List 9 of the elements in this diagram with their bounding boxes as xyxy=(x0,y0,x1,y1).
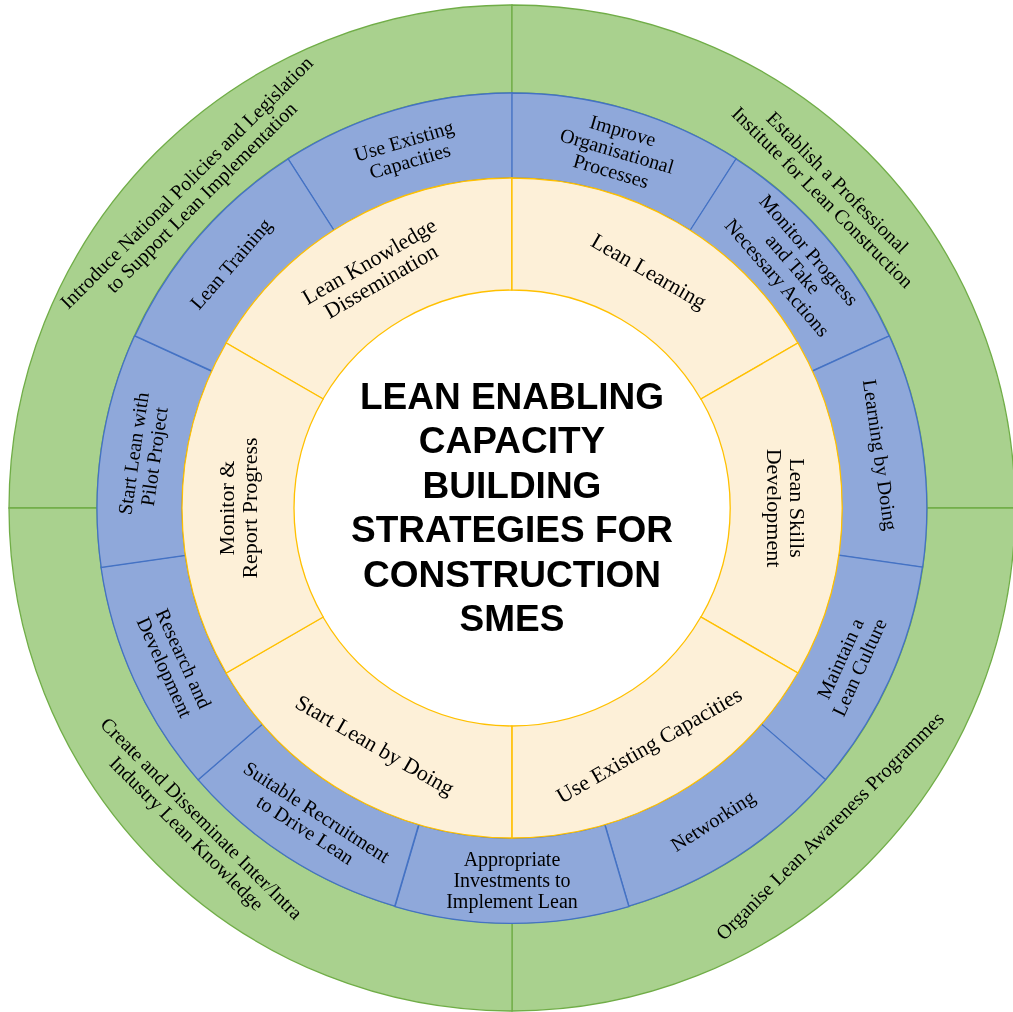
segment-label: Learning by Doing xyxy=(858,377,904,534)
center-title: LEAN ENABLING CAPACITY BUILDING STRATEGIES FOR CONSTRUCTION SMES xyxy=(342,374,682,642)
segment-label: Lean Skills Development xyxy=(762,447,810,570)
ring-segment xyxy=(97,335,212,568)
ring-segment xyxy=(812,335,927,568)
segment-label: Monitor & Report Progress xyxy=(214,436,262,581)
segment-label: Appropriate Investments to Implement Lean xyxy=(445,848,579,912)
segment-label: Start Lean with Pilot Project xyxy=(112,389,173,519)
segment-label: Use Existing Capacities xyxy=(350,114,458,185)
